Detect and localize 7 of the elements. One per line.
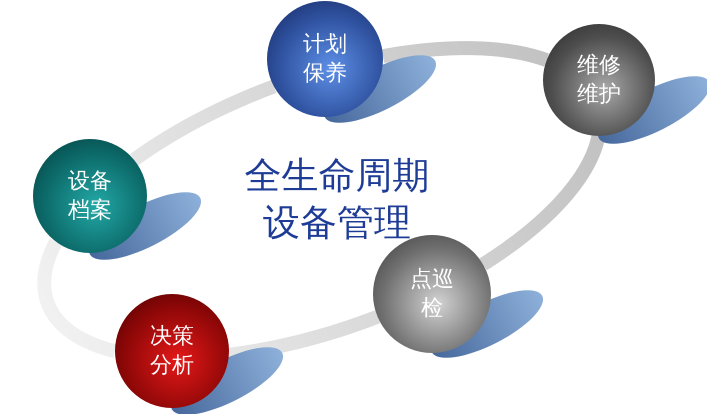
ring-connector [128, 80, 279, 166]
sphere-label: 计划保养 [302, 31, 348, 88]
sphere-label: 维修维护 [576, 52, 622, 109]
sphere-label: 设备档案 [68, 168, 112, 225]
diagram-title: 全生命周期设备管理 [244, 153, 430, 246]
sphere-label: 决策分析 [150, 323, 194, 380]
sphere-label: 点巡检 [410, 266, 454, 323]
